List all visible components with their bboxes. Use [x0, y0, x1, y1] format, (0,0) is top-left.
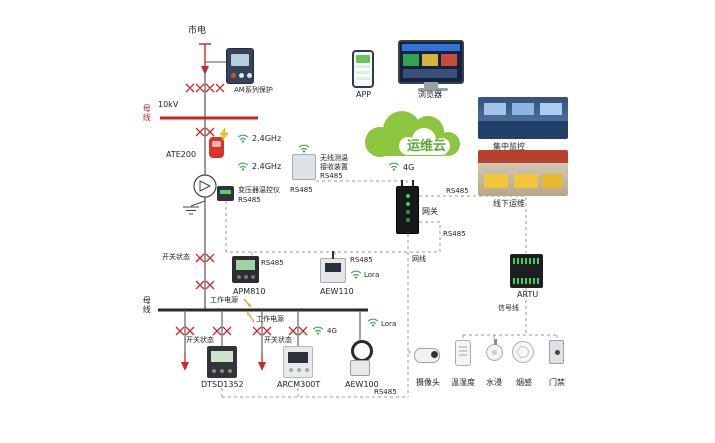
busbar-bottom-label: 母线 — [142, 296, 152, 314]
aew100-label: AEW100 — [345, 380, 379, 389]
arcm300t-meter-device — [283, 346, 313, 378]
transformer-monitor-device — [217, 186, 234, 201]
aew110-label: AEW110 — [320, 287, 354, 296]
mains-label: 市电 — [188, 26, 207, 36]
feeder-arrow-2 — [258, 362, 266, 371]
wifi-icon-lora-aew100 — [366, 316, 380, 327]
smoke-label: 烟感 — [516, 378, 532, 387]
pt-transformer-symbol — [193, 174, 217, 198]
dtsd1352-label: DTSD1352 — [201, 380, 244, 389]
monitor-stand — [418, 88, 448, 91]
field-ops-photo — [478, 150, 568, 196]
temp-humidity-sensor-device — [455, 340, 471, 366]
app-label: APP — [356, 90, 372, 99]
browser-monitor-device — [398, 40, 464, 88]
arcm300t-label: ARCM300T — [277, 380, 321, 389]
receiver-bus-right-label: RS485 — [320, 172, 343, 180]
artu-label: ARTU — [517, 290, 539, 299]
central-monitoring-label: 集中监控 — [493, 142, 525, 151]
app-phone-device — [352, 50, 374, 88]
switch-state-label-1: 开关状态 — [186, 336, 214, 344]
camera-device — [414, 342, 442, 372]
gateway-label: 网关 — [422, 207, 438, 216]
mains-incoming-line — [199, 43, 211, 68]
apm810-meter-device — [232, 256, 259, 283]
am-relay-label: AM系列保护 — [234, 86, 273, 94]
aew110-bus-label: RS485 — [350, 256, 373, 264]
working-power-label-1: 工作电源 — [210, 296, 238, 304]
comms-dashed-lines — [221, 180, 558, 398]
ate200-label: ATE200 — [166, 150, 197, 159]
water-label: 水浸 — [486, 378, 502, 387]
wifi-icon-4g-gateway — [387, 160, 401, 171]
gateway-4g-label: 4G — [403, 163, 415, 172]
rs485-gateway-to-artu — [419, 195, 527, 253]
ground-symbol — [183, 197, 206, 215]
wifi-icon-receiver — [297, 142, 311, 153]
browser-label: 浏览器 — [418, 90, 442, 99]
receiver-name-line1: 无线测温 — [320, 154, 348, 162]
rs485-to-meters-label: RS485 — [443, 230, 466, 238]
transformer-monitor-label: 变压器温控仪 — [238, 186, 280, 194]
rs485-gateway-to-meters — [225, 201, 441, 256]
cloud-label: 运维云 — [407, 139, 447, 154]
ghz-label-2: 2.4GHz — [252, 162, 282, 171]
signal-line-label: 信号线 — [498, 304, 519, 312]
ghz-label-1: 2.4GHz — [252, 134, 282, 143]
dtsd1352-meter-device — [207, 346, 237, 378]
rs485-bottom-bus — [221, 388, 408, 398]
aew100-meter-device — [348, 340, 373, 376]
receiver-bus-below-label: RS485 — [290, 186, 313, 194]
power-arrow-2 — [246, 312, 250, 316]
power-arrow-1 — [247, 303, 251, 307]
central-monitoring-photo — [478, 97, 568, 139]
lightning-icon — [219, 128, 229, 141]
feeder-arrow-1 — [181, 362, 189, 371]
wireless-temp-sensor-device — [209, 137, 224, 158]
wifi-icon-lora-aew110 — [349, 268, 363, 279]
signal-lines-artu-to-sensors — [462, 288, 558, 341]
door-access-device — [549, 340, 564, 364]
water-leak-sensor-device — [486, 339, 503, 361]
cloud-icon — [365, 111, 460, 157]
ethernet-gateway-down — [407, 234, 414, 397]
arcm-4g-label: 4G — [327, 327, 337, 335]
aew100-lora-label: Lora — [381, 320, 397, 328]
camera-label: 摄像头 — [416, 378, 440, 387]
gateway-device — [396, 180, 419, 234]
protection-relay-device — [226, 48, 254, 84]
rs485-to-artu-label: RS485 — [446, 187, 469, 195]
transformer-monitor-bus-label: RS485 — [238, 196, 261, 204]
switch-state-label-2: 开关状态 — [264, 336, 292, 344]
busbar-top-label: 母线 — [142, 104, 152, 122]
bottom-bus-label: RS485 — [374, 388, 397, 396]
apm810-label: APM810 — [233, 287, 266, 296]
rs485-receiver-to-gateway — [316, 180, 408, 188]
lv-drop-lines — [184, 310, 361, 352]
receiver-name-line2: 接收装置 — [320, 163, 348, 171]
ethernet-label: 网线 — [412, 255, 426, 263]
wifi-icon-24ghz-2 — [236, 160, 250, 171]
door-label: 门禁 — [549, 378, 565, 387]
smoke-detector-device — [512, 341, 534, 363]
wifi-icon-24ghz-1 — [236, 132, 250, 143]
cloud-platform: 运维云 — [352, 102, 472, 166]
apm810-bus-label: RS485 — [261, 259, 284, 267]
switch-state-main-label: 开关状态 — [162, 253, 190, 261]
voltage-label: 10kV — [158, 100, 179, 109]
artu-device — [510, 254, 543, 288]
aew110-lora-label: Lora — [364, 271, 380, 279]
field-ops-label: 线下运维 — [493, 199, 525, 208]
wireless-receiver-device — [292, 154, 316, 180]
wifi-icon-4g-arcm — [311, 324, 325, 335]
aew110-meter-device — [320, 251, 346, 283]
working-power-label-2: 工作电源 — [256, 315, 284, 323]
temp-humidity-label: 温湿度 — [451, 378, 475, 387]
